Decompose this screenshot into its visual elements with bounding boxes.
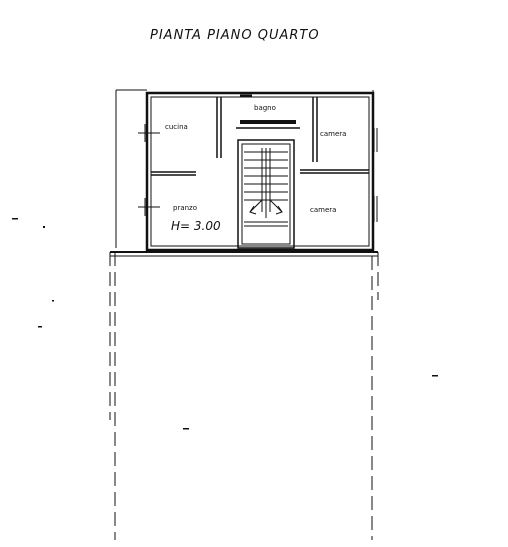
room-label-camera-bottom: camera [310,206,337,214]
room-label-camera-top: camera [320,130,347,138]
interior-walls [151,97,369,249]
room-label-bagno: bagno [254,104,276,112]
room-label-cucina: cucina [165,123,188,131]
room-label-pranzo: pranzo [173,204,198,212]
bagno-fixture [240,120,296,124]
terrace-outline [109,251,379,540]
staircase [244,148,288,227]
ceiling-height-label: H= 3.00 [171,219,221,233]
plan-title: PIANTA PIANO QUARTO [150,28,320,43]
stray-marks [12,218,438,430]
